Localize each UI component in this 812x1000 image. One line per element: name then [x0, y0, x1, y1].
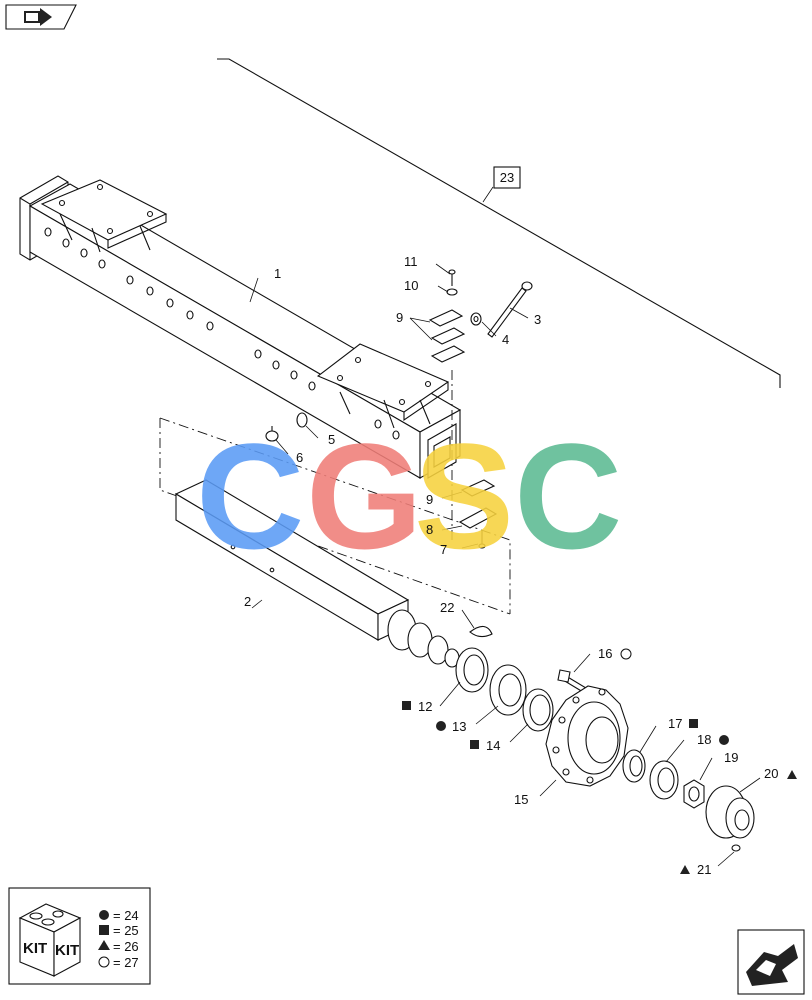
hub-cap-21[interactable] [705, 785, 755, 839]
callout-22[interactable]: 21 [697, 862, 711, 877]
kit-circle-open-symbol [620, 648, 632, 660]
callout-21[interactable]: 20 [764, 766, 778, 781]
snap-ring-20[interactable] [469, 625, 493, 638]
kit-triangle-symbol [787, 770, 797, 779]
kit-triangle-symbol [680, 865, 690, 874]
callout-9a[interactable]: 9 [396, 310, 403, 325]
screw-7[interactable] [478, 530, 486, 549]
nut-19[interactable] [683, 779, 705, 809]
legend-circle-open-symbol [98, 956, 110, 968]
axle-beam-main[interactable] [19, 175, 462, 479]
legend-row-26: = 26 [113, 939, 139, 954]
bushing-5[interactable] [296, 412, 308, 428]
leader-lines [249, 263, 761, 867]
callout-14[interactable]: 14 [486, 738, 500, 753]
bearing-cup-17[interactable] [622, 749, 646, 783]
assembly-boundary [159, 370, 511, 615]
screw-11[interactable] [448, 269, 456, 286]
axle-stub[interactable] [174, 479, 460, 668]
manual-book-icon[interactable] [5, 4, 77, 30]
callout-2[interactable]: 2 [244, 594, 251, 609]
kit-box-icon [18, 903, 82, 977]
bracket-9-lower[interactable] [460, 479, 496, 497]
seal-12[interactable] [455, 647, 489, 693]
legend-square-symbol [99, 925, 109, 935]
callout-11[interactable]: 11 [404, 254, 418, 269]
wheel-bolt-16[interactable] [557, 669, 587, 693]
callout-16[interactable]: 16 [598, 646, 612, 661]
callout-5[interactable]: 5 [328, 432, 335, 447]
callout-4[interactable]: 4 [502, 332, 509, 347]
callout-7[interactable]: 7 [440, 542, 447, 557]
kit-square-symbol [470, 740, 479, 749]
next-page-arrow-icon[interactable] [737, 929, 805, 995]
callout-13[interactable]: 13 [452, 719, 466, 734]
bearing-18[interactable] [649, 760, 679, 800]
callout-17[interactable]: 17 [668, 716, 682, 731]
washer-10[interactable] [446, 288, 458, 296]
kit-label-left: KIT [23, 940, 47, 957]
kit-square-symbol [689, 719, 698, 728]
callout-18[interactable]: 18 [697, 732, 711, 747]
grease-fitting-6[interactable] [265, 426, 279, 442]
group-bracket-line [217, 58, 781, 388]
callout-19[interactable]: 19 [724, 750, 738, 765]
callout-15[interactable]: 15 [514, 792, 528, 807]
watermark-letter-c2: C [514, 412, 622, 580]
watermark-letter-c1: C [196, 412, 304, 580]
watermark-letter-g: G [306, 412, 423, 580]
callout-8[interactable]: 8 [426, 522, 433, 537]
legend-row-24: = 24 [113, 908, 139, 923]
callout-labels: 1 2 3 4 5 6 7 8 9 9 10 11 22 12 13 14 15… [244, 254, 797, 877]
plug-22[interactable] [731, 844, 741, 852]
bolt-3[interactable] [487, 281, 533, 338]
legend-row-25: = 25 [113, 923, 139, 938]
callout-9b[interactable]: 9 [426, 492, 433, 507]
kit-label-right: KIT [55, 942, 79, 959]
washer-4[interactable] [470, 312, 482, 326]
legend-row-27: = 27 [113, 955, 139, 970]
callout-3[interactable]: 3 [534, 312, 541, 327]
bearing-cup-14[interactable] [522, 688, 554, 732]
watermark-letter-s: S [414, 412, 514, 580]
group-ref-label: 23 [500, 170, 514, 185]
plate-8[interactable] [458, 507, 498, 529]
bearing-13[interactable] [489, 664, 527, 716]
watermark: C G S C [196, 412, 622, 580]
wheel-hub-15[interactable] [545, 685, 629, 787]
group-ref-box: 23 [493, 166, 521, 189]
callout-10[interactable]: 10 [404, 278, 418, 293]
callout-20[interactable]: 22 [440, 600, 454, 615]
callout-1[interactable]: 1 [274, 266, 281, 281]
bracket-9-upper[interactable] [428, 309, 466, 363]
callout-12[interactable]: 12 [418, 699, 432, 714]
legend-triangle-symbol [98, 940, 110, 950]
kit-circle-filled-symbol [436, 721, 446, 731]
callout-6[interactable]: 6 [296, 450, 303, 465]
kit-square-symbol [402, 701, 411, 710]
kit-legend: KIT KIT = 24 = 25 = 26 = 27 [8, 887, 151, 985]
kit-circle-filled-symbol [719, 735, 729, 745]
legend-circle-filled-symbol [99, 910, 109, 920]
